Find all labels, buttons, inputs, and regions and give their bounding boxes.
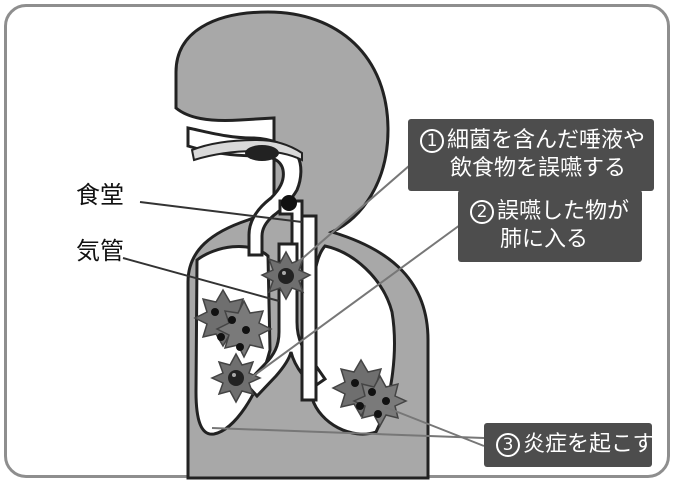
step-3-badge: 3 <box>496 433 520 457</box>
step-3-text-line-1: 炎症を起こす <box>523 432 655 457</box>
esophagus-shape <box>302 216 316 400</box>
step-1-badge: 1 <box>420 129 444 153</box>
step-2-text-line-1: 誤嚥した物が <box>497 199 629 224</box>
step-1-text-line-2: 飲食物を誤嚥する <box>420 155 642 183</box>
trachea-label: 気管 <box>76 239 124 263</box>
step-1-text-line-1: 細菌を含んだ唾液や <box>447 128 645 153</box>
esophagus-label: 食堂 <box>76 183 124 207</box>
epiglottis-bolus <box>281 195 297 211</box>
tongue <box>245 145 279 161</box>
step-2-badge: 2 <box>470 200 494 224</box>
step-2-text-line-2: 肺に入る <box>470 226 630 254</box>
